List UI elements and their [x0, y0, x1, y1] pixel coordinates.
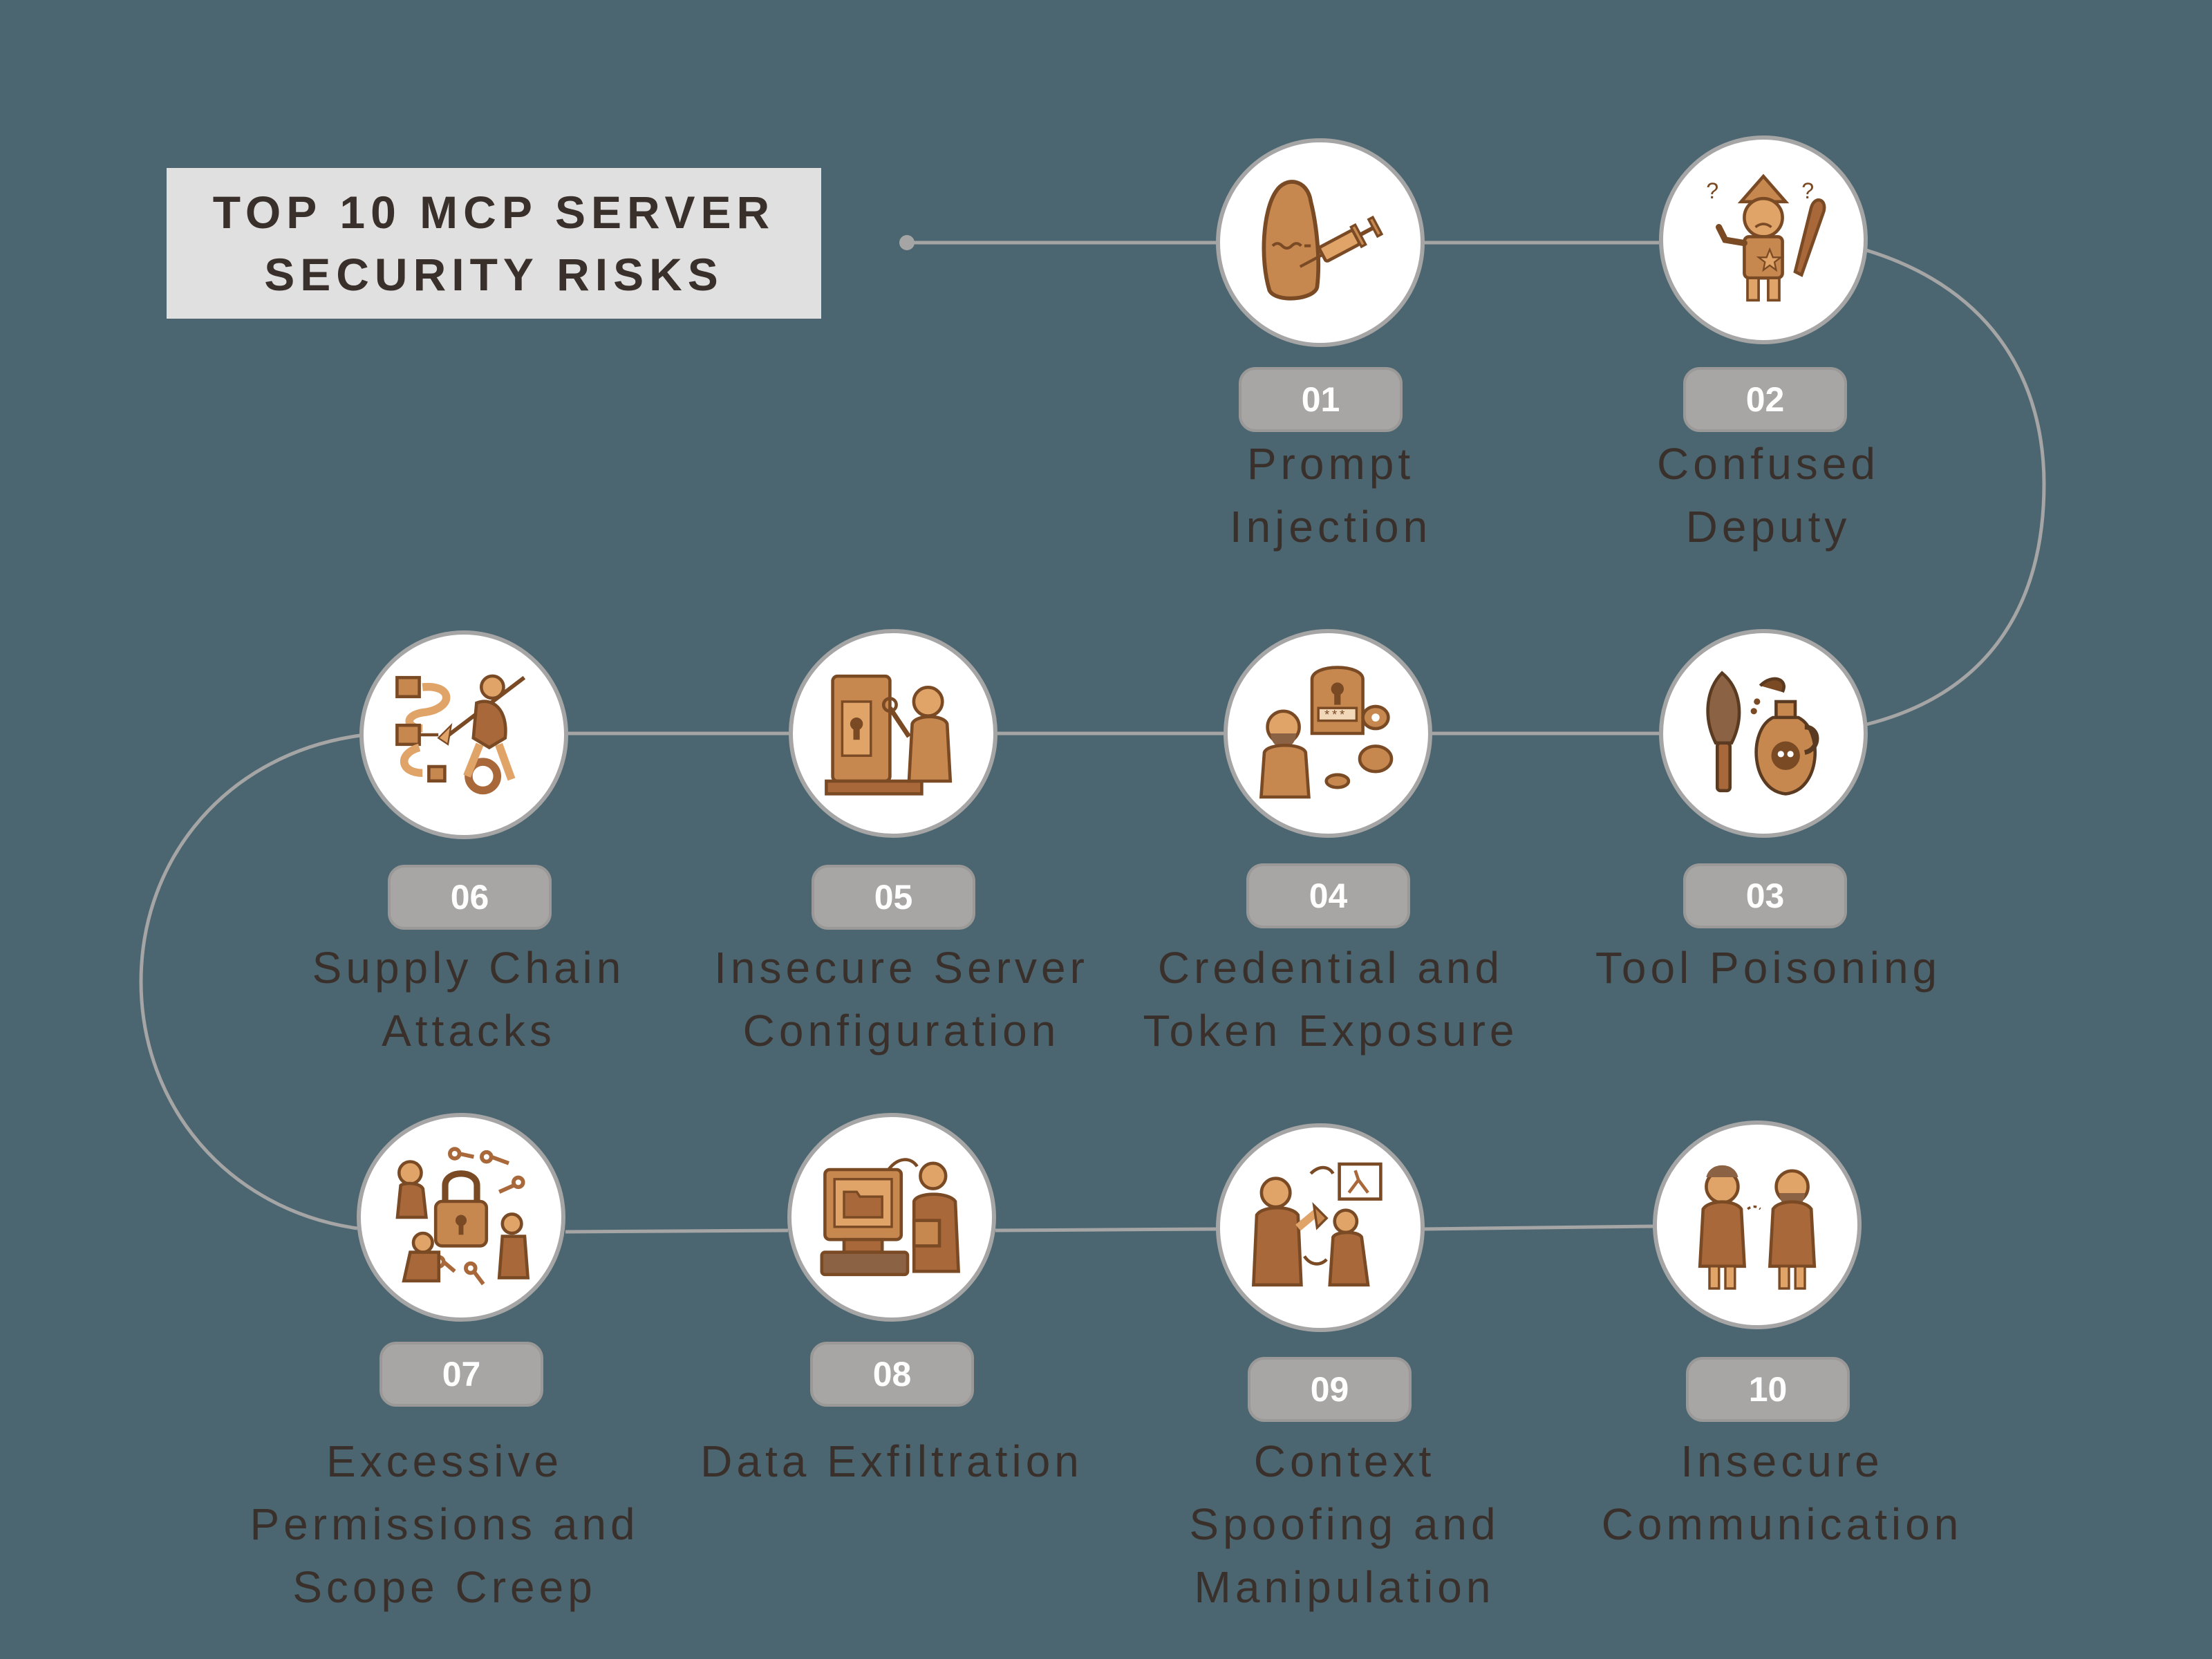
risk-04-circle: *** [1224, 629, 1432, 838]
risk-08-label: Data Exfiltration [700, 1436, 1083, 1486]
cavemen-whispering-icon [1698, 1165, 1817, 1290]
risk-09-label: Context Spoofing and Manipulation [1189, 1436, 1500, 1612]
risk-06-label: Supply Chain Attacks [312, 943, 626, 1056]
risk-08-circle [787, 1113, 996, 1322]
risk-09-badge: 09 [1248, 1357, 1412, 1422]
caveman-server-lock-icon [825, 674, 953, 796]
cavemen-padlock-keys-icon [395, 1147, 530, 1286]
risk-01-label: Prompt Injection [1229, 439, 1432, 552]
risk-05-circle [789, 629, 997, 838]
cavemen-swapping-picture-icon [1251, 1162, 1382, 1287]
risk-02-badge: 02 [1683, 367, 1847, 432]
risk-09-circle [1216, 1123, 1425, 1332]
title-line-2: SECURITY RISKS [264, 249, 724, 300]
caveman-password-tablet-icon: *** [1259, 666, 1394, 799]
risk-04-badge: 04 [1246, 863, 1410, 928]
caveman-computer-folder-icon [820, 1158, 961, 1277]
risk-06-badge: 06 [388, 865, 552, 930]
confused-caveman-deputy-icon: ? ? [1706, 174, 1826, 302]
risk-01-circle [1216, 138, 1425, 347]
title-line-1: TOP 10 MCP SERVER [212, 187, 776, 238]
risk-07-badge: 07 [379, 1342, 543, 1407]
svg-text:?: ? [1801, 178, 1814, 203]
risk-07-label: Excessive Permissions and Scope Creep [250, 1436, 639, 1612]
risk-08-badge: 08 [810, 1342, 974, 1407]
risk-03-badge: 03 [1683, 863, 1847, 928]
svg-text:***: *** [1323, 709, 1346, 723]
risk-03-label: Tool Poisoning [1595, 943, 1942, 993]
risk-02-circle: ? ? [1659, 135, 1868, 344]
risk-10-label: Insecure Communication [1601, 1436, 1963, 1549]
rock-syringe-icon [1262, 180, 1384, 301]
risk-10-circle [1653, 1121, 1862, 1329]
title-box: TOP 10 MCP SERVER SECURITY RISKS [167, 168, 821, 319]
risk-02-label: Confused Deputy [1657, 439, 1880, 552]
risk-10-badge: 10 [1686, 1357, 1850, 1422]
start-dot [899, 235, 915, 250]
caveman-spear-supply-chain-icon [395, 674, 526, 795]
risk-05-badge: 05 [812, 865, 975, 930]
risk-05-label: Insecure Server Configuration [714, 943, 1089, 1056]
risk-06-circle [359, 630, 568, 839]
risk-07-circle [357, 1113, 565, 1322]
risk-01-badge: 01 [1239, 367, 1403, 432]
stone-axe-poison-jug-icon [1706, 671, 1819, 796]
risk-04-label: Credential and Token Exposure [1143, 943, 1519, 1056]
risk-03-circle [1659, 629, 1868, 838]
svg-text:?: ? [1706, 178, 1718, 203]
